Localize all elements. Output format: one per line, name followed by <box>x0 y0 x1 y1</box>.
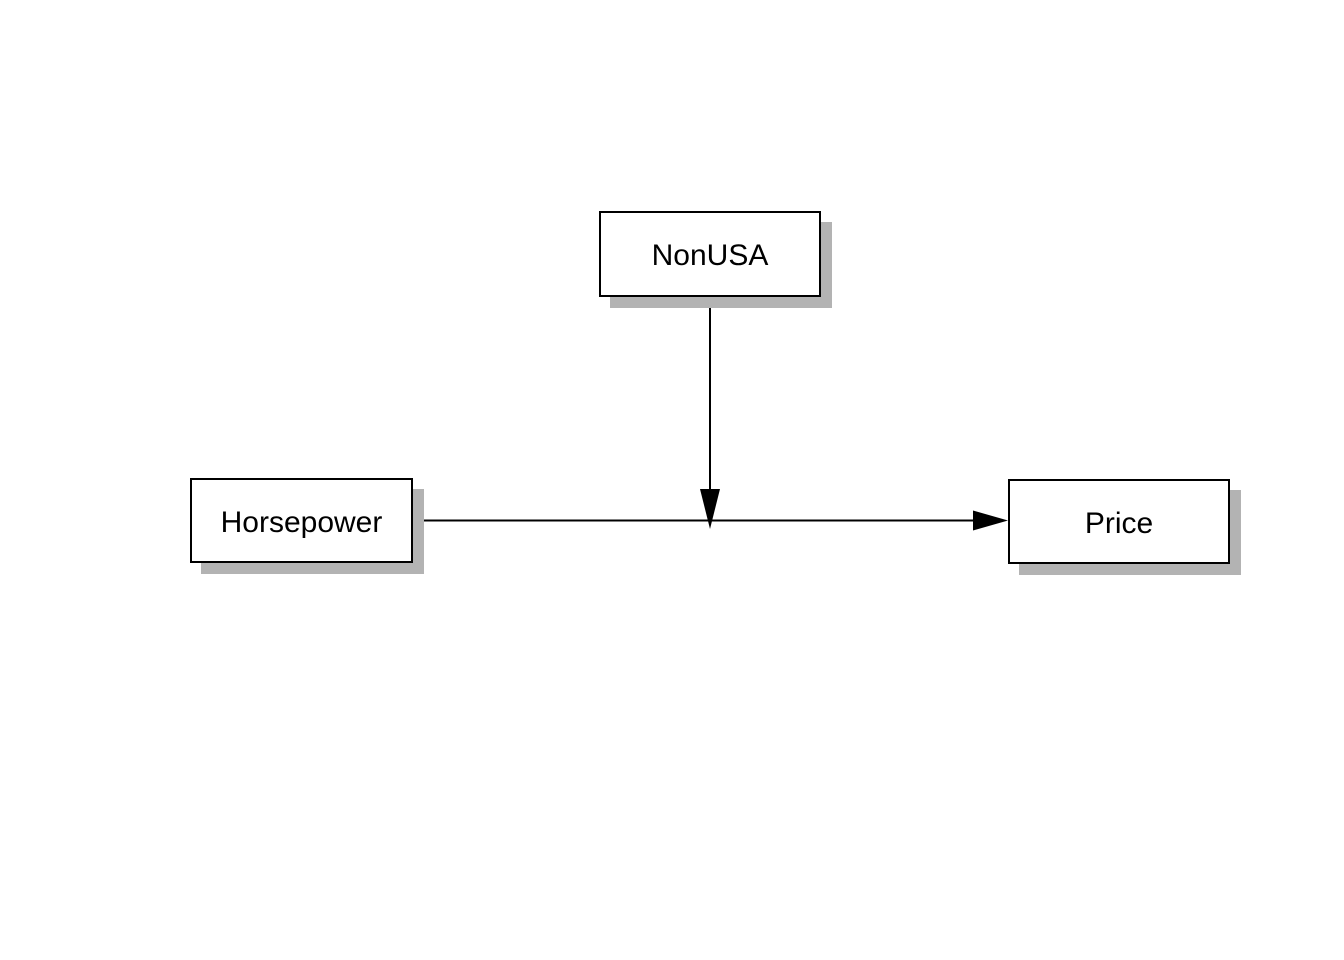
node-nonusa: NonUSA <box>599 211 821 297</box>
node-horsepower-label: Horsepower <box>220 505 383 539</box>
node-price: Price <box>1008 479 1230 564</box>
node-horsepower: Horsepower <box>190 478 413 563</box>
edge-horsepower-to-price <box>413 510 1008 531</box>
arrowhead-right-icon <box>973 510 1008 531</box>
node-nonusa-label: NonUSA <box>651 239 769 272</box>
node-price-label: Price <box>1084 506 1154 540</box>
edge-nonusa-to-path <box>700 296 720 529</box>
arrowhead-down-icon <box>700 489 720 529</box>
